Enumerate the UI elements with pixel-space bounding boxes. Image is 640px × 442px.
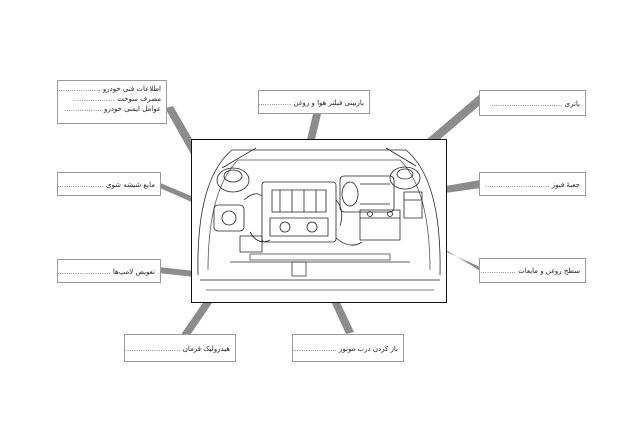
vehicle-info-line3: عوامل ایمنی خودرو — [104, 105, 161, 113]
label-power-steering: هیدرولیک فرمان .........................… — [124, 334, 236, 362]
label-washer-fluid: مایع شیشه شوی ..........................… — [57, 172, 161, 196]
lamp-replacement-text: تعویض لامپ‌ها — [112, 268, 155, 276]
battery-dots: ................................ — [491, 100, 563, 108]
label-fuse-box: جعبهٔ فیوز ............................. — [479, 172, 586, 196]
oil-fluid-levels-dots: ....................... — [479, 267, 516, 275]
label-oil-fluid-levels: سطح روغن و مایعات ......................… — [479, 258, 586, 283]
oil-filter-text: بازبینی فیلتر هوا و روغن — [293, 99, 364, 107]
oil-filter-dots: ................. — [258, 99, 292, 107]
label-oil-filter: بازبینی فیلتر هوا و روغن ...............… — [258, 90, 370, 114]
label-open-hood: باز کردن درب موتور .....................… — [292, 334, 404, 362]
washer-fluid-text: مایع شیشه شوی — [106, 181, 155, 189]
vehicle-info-line2: مصرف سوخت — [117, 95, 161, 103]
vehicle-info-dots2: ................... — [72, 95, 115, 103]
fuse-box-dots: ............................. — [484, 181, 550, 189]
label-lamp-replacement: تعویض لامپ‌ها ......................... — [57, 259, 161, 283]
vehicle-info-dots3: ................. — [63, 105, 102, 113]
label-battery: باتری ................................ — [479, 90, 586, 116]
label-vehicle-info: اطلاعات فنی خودرو ................... مص… — [57, 80, 167, 124]
open-hood-dots: ........................ — [292, 345, 337, 353]
fuse-box-text: جعبهٔ فیوز — [551, 181, 580, 189]
engine-bay-frame — [191, 139, 447, 303]
vehicle-info-line1: اطلاعات فنی خودرو — [102, 85, 161, 93]
washer-fluid-dots: ........................... — [57, 181, 104, 189]
open-hood-text: باز کردن درب موتور — [339, 345, 398, 353]
oil-fluid-levels-text: سطح روغن و مایعات — [518, 267, 580, 275]
battery-text: باتری — [564, 100, 580, 108]
power-steering-dots: ........................... — [124, 345, 181, 353]
power-steering-text: هیدرولیک فرمان — [182, 345, 230, 353]
vehicle-info-dots1: ................... — [58, 85, 101, 93]
lamp-replacement-dots: ......................... — [57, 268, 111, 276]
